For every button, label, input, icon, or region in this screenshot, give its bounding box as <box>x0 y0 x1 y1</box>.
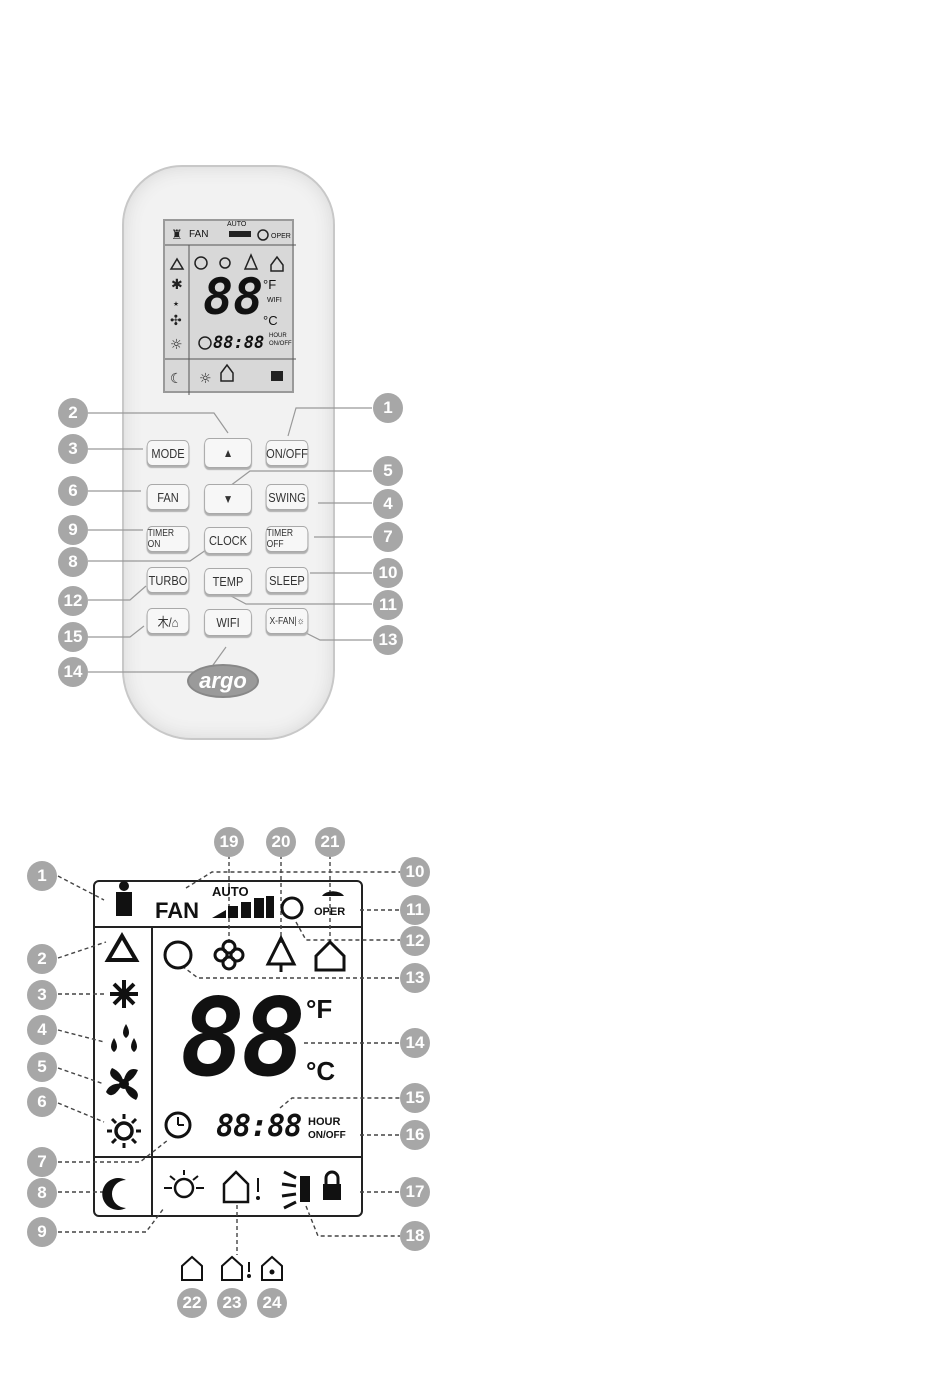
mode-button[interactable]: MODE <box>147 440 190 466</box>
display-callout-5: 5 <box>27 1052 57 1082</box>
remote-callout-13: 13 <box>373 625 403 655</box>
remote-lcd-oper-label: OPER <box>271 233 291 240</box>
svg-text:✣: ✣ <box>170 313 182 329</box>
display-unit-c: °C <box>306 1056 335 1087</box>
svg-text:☾: ☾ <box>170 371 183 387</box>
display-auto-label: AUTO <box>212 884 249 899</box>
remote-callout-9: 9 <box>58 515 88 545</box>
turbo-button[interactable]: TURBO <box>147 567 190 593</box>
remote-callout-8: 8 <box>58 547 88 577</box>
remote-callout-3: 3 <box>58 434 88 464</box>
display-callout-19: 19 <box>214 827 244 857</box>
display-fan-label: FAN <box>155 898 199 924</box>
display-temp-digits: 88 <box>180 984 302 1094</box>
display-callout-24: 24 <box>257 1288 287 1318</box>
display-callout-23: 23 <box>217 1288 247 1318</box>
remote-lcd-hour-label: HOUR <box>269 333 287 339</box>
remote-lcd-temp-digits: 88 <box>203 269 263 325</box>
svg-text:٭: ٭ <box>173 297 179 310</box>
display-callout-6: 6 <box>27 1087 57 1117</box>
display-callout-9: 9 <box>27 1217 57 1247</box>
display-callout-1: 1 <box>27 861 57 891</box>
display-callout-21: 21 <box>315 827 345 857</box>
display-callout-20: 20 <box>266 827 296 857</box>
remote-lcd-fan-label: FAN <box>189 229 208 240</box>
display-oper-label: OPER <box>314 906 345 918</box>
display-callout-13: 13 <box>400 963 430 993</box>
remote-callout-1: 1 <box>373 393 403 423</box>
display-callout-10: 10 <box>400 857 430 887</box>
display-unit-f: °F <box>306 994 332 1025</box>
remote-lcd-auto-label: AUTO <box>227 221 246 228</box>
display-callout-2: 2 <box>27 944 57 974</box>
temp-button[interactable]: TEMP <box>204 568 252 595</box>
remote-callout-14: 14 <box>58 657 88 687</box>
up-button[interactable]: ▲ <box>204 438 252 468</box>
remote-lcd-wifi-label: WIFI <box>267 297 282 304</box>
down-button[interactable]: ▼ <box>204 484 252 514</box>
remote-lcd-unit-f: °F <box>263 277 276 292</box>
display-callout-14: 14 <box>400 1028 430 1058</box>
display-callout-4: 4 <box>27 1015 57 1045</box>
svg-text:✱: ✱ <box>171 277 183 293</box>
display-callout-15: 15 <box>400 1083 430 1113</box>
sleep-button[interactable]: SLEEP <box>266 567 309 593</box>
svg-text:☼: ☼ <box>199 371 212 387</box>
display-callout-17: 17 <box>400 1177 430 1207</box>
tree-home-button[interactable]: ⽊/⌂ <box>147 608 190 634</box>
remote-callout-4: 4 <box>373 489 403 519</box>
remote-lcd-unit-c: °C <box>263 313 278 328</box>
remote-callout-12: 12 <box>58 586 88 616</box>
fan-button[interactable]: FAN <box>147 484 190 510</box>
wifi-button[interactable]: WIFI <box>204 609 252 636</box>
display-time-digits: 88:88 <box>216 1110 301 1144</box>
display-callout-16: 16 <box>400 1120 430 1150</box>
remote-callout-11: 11 <box>373 590 403 620</box>
remote-lcd-screen: ✱ ٭ ✣ ☼ ☾ ☼ ♜ FAN AUTO OPER 88 °F WIFI °… <box>163 219 294 393</box>
timer-on-button[interactable]: TIMER ON <box>147 526 190 552</box>
argo-logo: argo <box>187 664 259 698</box>
remote-lcd-onoff-label: ON/OFF <box>269 341 292 347</box>
display-callout-18: 18 <box>400 1221 430 1251</box>
display-callout-3: 3 <box>27 980 57 1010</box>
display-callout-11: 11 <box>400 895 430 925</box>
timer-off-button[interactable]: TIMER OFF <box>266 526 309 552</box>
remote-callout-6: 6 <box>58 476 88 506</box>
display-callout-12: 12 <box>400 926 430 956</box>
svg-text:☼: ☼ <box>170 337 183 353</box>
display-hour-label: HOUR <box>308 1116 340 1128</box>
remote-callout-15: 15 <box>58 622 88 652</box>
remote-callout-10: 10 <box>373 558 403 588</box>
x-fan-button[interactable]: X-FAN|☼ <box>266 608 309 634</box>
clock-button[interactable]: CLOCK <box>204 527 252 554</box>
remote-callout-2: 2 <box>58 398 88 428</box>
display-onoff-label: ON/OFF <box>308 1130 346 1141</box>
svg-text:♜: ♜ <box>171 228 183 243</box>
swing-button[interactable]: SWING <box>266 484 309 510</box>
on-off-button[interactable]: ON/OFF <box>266 440 309 466</box>
display-callout-22: 22 <box>177 1288 207 1318</box>
remote-lcd-time-digits: 88:88 <box>213 333 264 353</box>
remote-callout-7: 7 <box>373 522 403 552</box>
display-callout-8: 8 <box>27 1178 57 1208</box>
display-callout-7: 7 <box>27 1147 57 1177</box>
remote-callout-5: 5 <box>373 456 403 486</box>
